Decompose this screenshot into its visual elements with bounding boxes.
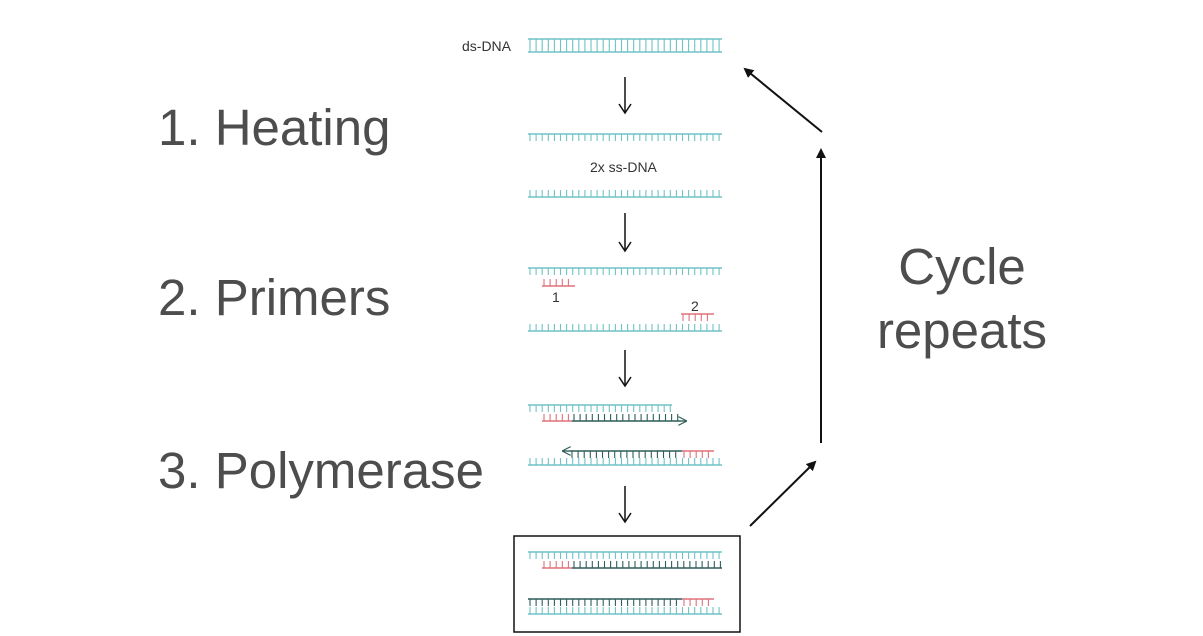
ss-dna-label: 2x ss-DNA [590, 159, 658, 175]
result-1-template [528, 551, 722, 559]
cycle-arrow-lower [749, 460, 817, 527]
ds-dna-bottom-strand [528, 45, 722, 53]
step-polymerase-label: 3. Polymerase [158, 442, 484, 499]
cycle-arrow-upper [743, 67, 823, 133]
result-2-template [528, 607, 722, 615]
result-box [513, 535, 741, 633]
ds-dna-label: ds-DNA [462, 38, 512, 54]
extension-primer-2 [682, 450, 714, 458]
extension-new-strand-1 [572, 414, 680, 422]
extension-primer-1 [542, 414, 572, 422]
ss-dna-bottom-strand [528, 190, 722, 198]
primer-2-label: 2 [691, 298, 699, 314]
primer-1-label: 1 [552, 289, 560, 305]
extension-new-strand-2 [570, 450, 682, 458]
extension-bottom-template [528, 458, 722, 466]
ds-dna-top-strand [528, 38, 722, 46]
result-2-primer [682, 598, 714, 606]
cycle-label-line2: repeats [877, 302, 1047, 359]
down-arrowhead-2 [618, 241, 632, 253]
result-1-primer [542, 561, 572, 569]
dna-strands [528, 38, 722, 615]
cycle-label-line1: Cycle [898, 238, 1026, 295]
step-primers-label: 2. Primers [158, 269, 390, 326]
extension-top-template [528, 404, 672, 412]
ss-dna-top-strand [528, 133, 722, 141]
primer-stage-bottom-strand [528, 324, 722, 332]
down-arrowhead-1 [618, 103, 632, 115]
primer-stage-top-strand [528, 267, 722, 275]
primer-1-strand [542, 279, 575, 287]
down-arrowhead-4 [618, 512, 632, 524]
primer-2-strand [681, 313, 714, 321]
result-1-new-strand [572, 561, 722, 569]
result-2-new-strand [528, 598, 682, 606]
down-arrowhead-3 [618, 376, 632, 388]
step-heating-label: 1. Heating [158, 99, 391, 156]
